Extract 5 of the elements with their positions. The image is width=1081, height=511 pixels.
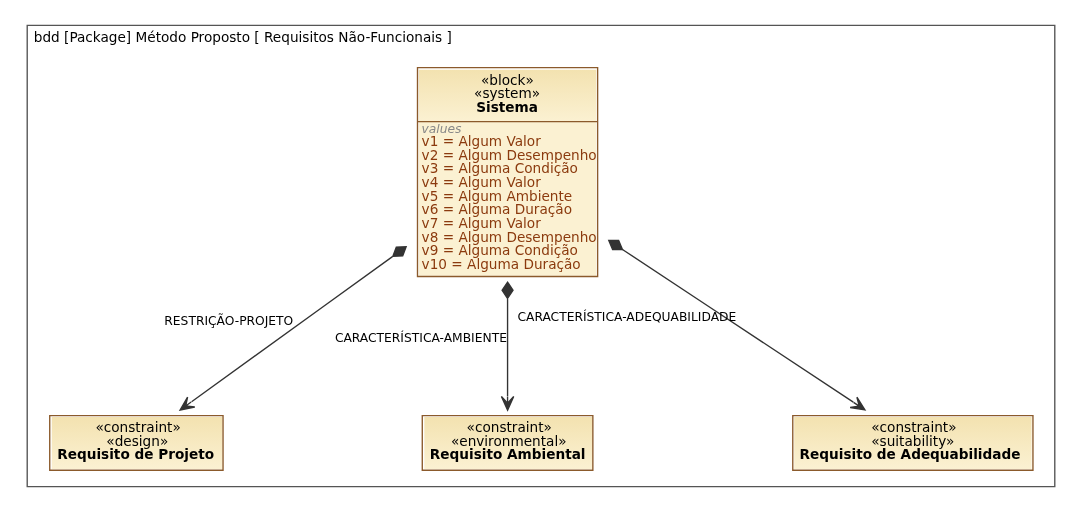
edge-label: CARACTERÍSTICA-AMBIENTE	[334, 330, 507, 345]
arrow	[607, 239, 866, 411]
edge-label: RESTRIÇÃO-PROJETO	[163, 313, 293, 328]
arrow	[178, 245, 407, 411]
arrow	[500, 280, 514, 411]
